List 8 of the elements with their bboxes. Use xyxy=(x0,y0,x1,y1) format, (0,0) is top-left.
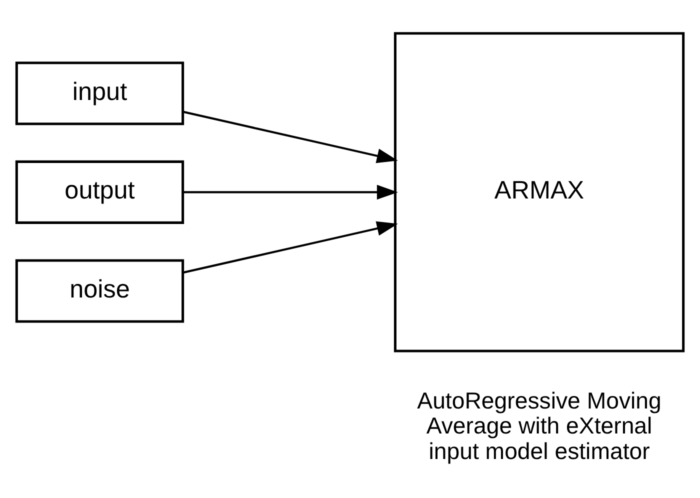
arrow xyxy=(184,220,398,273)
node-box: ARMAX xyxy=(394,32,685,352)
node-box: input xyxy=(15,61,184,125)
node-box: output xyxy=(15,160,184,224)
arrow xyxy=(184,184,398,200)
node-label: AutoRegressive Moving Average with eXternal input model estimator xyxy=(417,386,662,464)
node-box: noise xyxy=(15,258,184,322)
arrow xyxy=(184,110,398,163)
